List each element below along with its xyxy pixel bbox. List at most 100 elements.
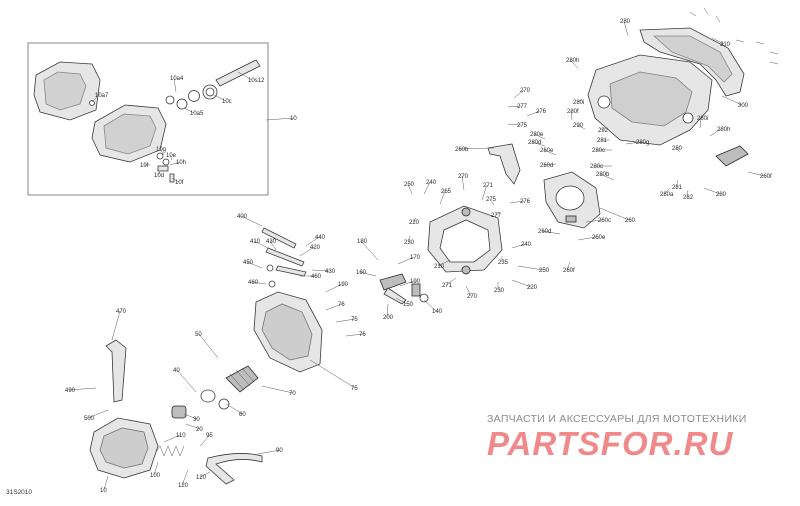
leader-line xyxy=(576,124,586,130)
callout-label: 470 xyxy=(116,309,127,315)
callout-label: 260b xyxy=(455,147,469,153)
callout-label: 276 xyxy=(520,199,531,205)
leader-line xyxy=(407,235,411,243)
callout-label: 292 xyxy=(598,128,609,134)
leader-line xyxy=(570,110,573,121)
spring-100 xyxy=(155,445,185,457)
leader-line xyxy=(531,141,546,147)
leader-line xyxy=(675,147,681,153)
leader-line xyxy=(198,333,219,359)
leader-line xyxy=(257,449,281,455)
leader-line xyxy=(721,95,743,106)
callout-label: 140 xyxy=(432,309,443,315)
callout-label: 10h xyxy=(176,160,186,166)
leader-line xyxy=(709,128,722,137)
callout-label: 10a5 xyxy=(190,111,204,117)
leader-line xyxy=(397,256,415,265)
callout-label: 500 xyxy=(84,416,95,422)
callout-label: 10f xyxy=(175,180,184,186)
callout-label: 220 xyxy=(409,220,420,226)
diagram-code: 31S2010 xyxy=(6,489,33,496)
leader-line xyxy=(87,409,109,419)
leader-line xyxy=(623,20,629,37)
callout-label: 450 xyxy=(243,260,254,266)
leader-line xyxy=(199,471,211,478)
callout-label: 280e xyxy=(530,132,544,138)
leader-line xyxy=(251,281,267,285)
callout-label: 490 xyxy=(65,388,76,394)
leader-line xyxy=(576,99,583,103)
inset-small-parts xyxy=(89,59,261,183)
leader-line xyxy=(305,236,320,247)
callout-label: 230 xyxy=(494,288,505,294)
leader-line xyxy=(111,310,121,341)
leader-line xyxy=(599,207,630,221)
callout-label: 260d xyxy=(538,229,551,235)
callout-label: 10a4 xyxy=(170,76,184,82)
housing-75 xyxy=(253,291,323,373)
callout-label: 10f xyxy=(140,163,149,169)
callout-label: 280h xyxy=(717,127,730,133)
leader-line xyxy=(359,271,377,277)
callout-label: 270 xyxy=(458,174,469,180)
leader-line xyxy=(225,403,244,415)
callout-label: 280c xyxy=(592,148,605,154)
leader-line xyxy=(541,230,561,235)
leader-line xyxy=(481,184,488,201)
callout-label: 290 xyxy=(573,123,584,129)
leader-line xyxy=(68,387,97,391)
leader-line xyxy=(543,163,557,166)
callout-label: 275 xyxy=(517,123,528,129)
callout-label: 120 xyxy=(178,483,189,489)
leader-line xyxy=(526,110,541,117)
leader-line xyxy=(237,71,253,81)
leader-line xyxy=(299,246,315,257)
callout-label: 310 xyxy=(720,42,731,48)
callout-label: 260c xyxy=(598,218,611,224)
leader-line xyxy=(461,175,465,191)
leader-line xyxy=(703,187,721,195)
callout-label: 281 xyxy=(597,138,608,144)
callout-label: 70 xyxy=(289,391,296,397)
callout-label: 276 xyxy=(536,109,547,115)
levers-400-460 xyxy=(261,227,307,288)
nozzle-260 xyxy=(543,171,601,229)
callout-label: 280i xyxy=(697,116,708,122)
callout-label: 420 xyxy=(310,245,321,251)
callout-label: 271 xyxy=(442,283,453,289)
callout-label: 430 xyxy=(266,239,277,245)
callout-label: 260 xyxy=(625,218,636,224)
leader-line xyxy=(335,318,356,323)
callout-label: 120 xyxy=(196,475,207,481)
callout-label: 110 xyxy=(176,433,186,439)
leader-line xyxy=(265,117,295,121)
linkage-140-200 xyxy=(379,273,429,305)
callout-label: 400 xyxy=(237,214,248,220)
callout-label: 10g xyxy=(156,147,166,153)
callout-label: 76 xyxy=(359,332,366,338)
leader-line xyxy=(494,212,501,216)
leader-line xyxy=(711,37,725,45)
callout-label: 10a7 xyxy=(95,93,109,99)
leader-line xyxy=(360,240,379,261)
venturi-210 xyxy=(427,205,503,275)
engine-block-illustration xyxy=(33,61,167,163)
callout-label: 260e xyxy=(592,235,606,241)
coupler-20-30 xyxy=(171,405,187,419)
leader-line xyxy=(181,469,189,486)
leader-line xyxy=(407,183,413,195)
inset-frame xyxy=(27,42,269,196)
shaft xyxy=(215,59,261,87)
hose-470 xyxy=(105,339,127,403)
callout-label: 250 xyxy=(404,182,415,188)
leader-line xyxy=(663,187,671,195)
callout-label: 250 xyxy=(539,268,550,274)
leader-line xyxy=(599,173,615,181)
callout-label: 271 xyxy=(483,183,494,189)
callout-label: 200 xyxy=(383,315,394,321)
callout-label: 230 xyxy=(404,240,415,246)
callout-label: 280 xyxy=(620,19,631,25)
leader-line xyxy=(625,141,641,145)
callout-labels: 10a710a410a510c10s121010g10e10h10f10d10f… xyxy=(65,19,772,494)
leader-line xyxy=(163,434,181,443)
